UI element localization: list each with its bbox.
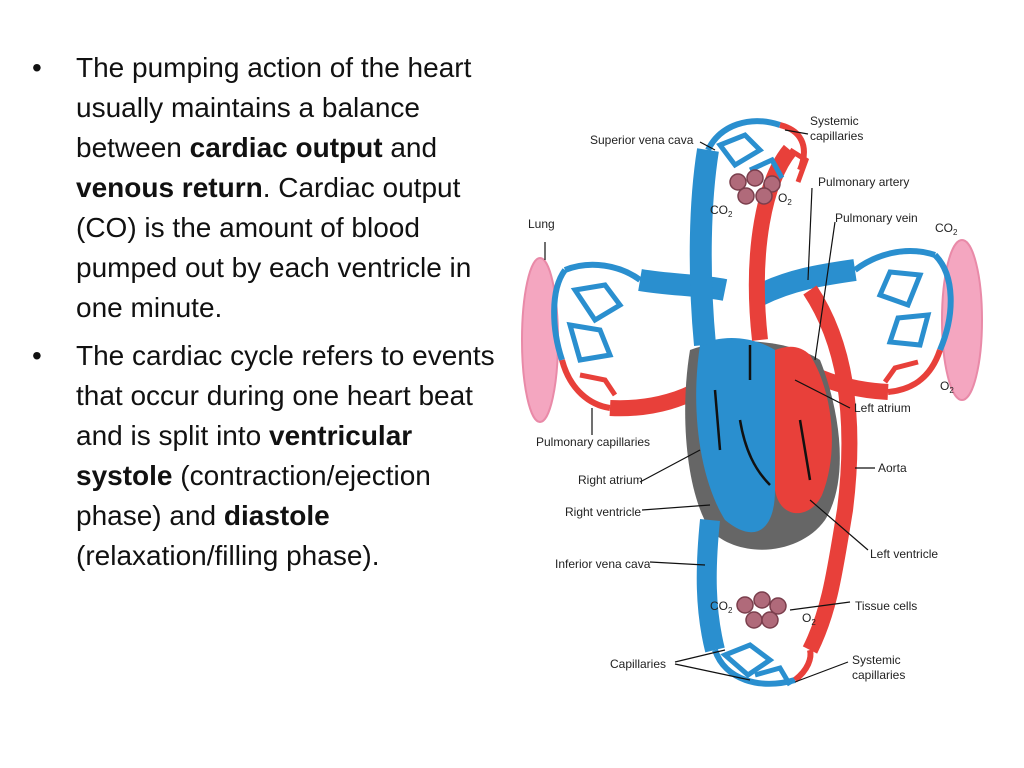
heart-left-side — [775, 346, 832, 514]
bullet-cardiac-cycle: • The cardiac cycle refers to events tha… — [32, 336, 502, 576]
term-venous-return: venous return — [76, 172, 263, 203]
label-pulmonary-capillaries: Pulmonary capillaries — [536, 435, 650, 449]
bullet-text: The pumping action of the heart usually … — [76, 52, 471, 323]
label-pulmonary-vein: Pulmonary vein — [835, 211, 918, 225]
top-tissue-cells — [729, 169, 781, 205]
label-o2-top: O2 — [778, 191, 792, 207]
label-co2-bottom: CO2 — [710, 599, 733, 615]
inferior-vena-cava — [696, 519, 725, 653]
left-lung — [521, 257, 559, 423]
aorta-vessel — [748, 144, 797, 341]
label-right-ventricle: Right ventricle — [565, 505, 641, 519]
label-o2-bottom: O2 — [802, 611, 816, 627]
superior-vena-cava — [689, 148, 719, 347]
bullet-marker: • — [32, 52, 42, 83]
text-run: and — [382, 132, 438, 163]
label-co2-top: CO2 — [710, 203, 733, 219]
text-run: The cardiac cycle refers to events that … — [76, 340, 495, 451]
label-systemic-capillaries-bottom-2: capillaries — [852, 668, 905, 682]
flow-arrows — [713, 345, 812, 486]
text-run: The pumping action of the heart usually … — [76, 52, 472, 163]
right-pulmonary-capillaries — [853, 247, 954, 395]
left-pulmonary-capillaries — [551, 261, 642, 411]
text-run: (relaxation/filling phase). — [76, 540, 380, 571]
label-aorta: Aorta — [878, 461, 907, 475]
label-right-atrium: Right atrium — [578, 473, 643, 487]
right-pulmonary-artery-branch — [755, 259, 857, 305]
bullet-list: • The pumping action of the heart usuall… — [32, 48, 502, 584]
label-superior-vena-cava: Superior vena cava — [590, 133, 694, 147]
term-diastole: diastole — [223, 500, 330, 531]
descending-aorta — [802, 285, 858, 654]
bullet-cardiac-output: • The pumping action of the heart usuall… — [32, 48, 502, 328]
label-pulmonary-artery: Pulmonary artery — [818, 175, 909, 189]
right-lung — [941, 239, 983, 401]
bullet-marker: • — [32, 340, 42, 371]
label-lung: Lung — [528, 217, 555, 231]
top-systemic-capillaries — [705, 118, 810, 183]
label-left-atrium: Left atrium — [854, 401, 911, 415]
diagram-labels: Systemic capillaries Superior vena cava … — [528, 114, 958, 682]
label-o2-right: O2 — [940, 379, 954, 395]
label-systemic-capillaries-top-1: Systemic — [810, 114, 859, 128]
label-left-ventricle: Left ventricle — [870, 547, 938, 561]
term-ventricular-systole: ventricular systole — [76, 420, 413, 491]
text-run: . Cardiac output (CO) is the amount of b… — [76, 172, 472, 323]
label-systemic-capillaries-bottom-1: Systemic — [852, 653, 901, 667]
bullet-text: The cardiac cycle refers to events that … — [76, 340, 495, 571]
leader-lines — [544, 129, 875, 683]
label-systemic-capillaries-top-2: capillaries — [810, 129, 863, 143]
left-pulmonary-artery-branch — [638, 269, 728, 301]
label-co2-right: CO2 — [935, 221, 958, 237]
bottom-systemic-capillaries — [712, 642, 814, 687]
term-cardiac-output: cardiac output — [189, 132, 383, 163]
heart-right-side — [696, 338, 775, 533]
circulation-diagram: Systemic capillaries Superior vena cava … — [521, 114, 983, 687]
bottom-tissue-cells — [736, 591, 787, 629]
label-tissue-cells: Tissue cells — [855, 599, 917, 613]
label-capillaries: Capillaries — [610, 657, 666, 671]
text-run: (contraction/ejection phase) and — [76, 460, 431, 531]
label-inferior-vena-cava: Inferior vena cava — [555, 557, 651, 571]
